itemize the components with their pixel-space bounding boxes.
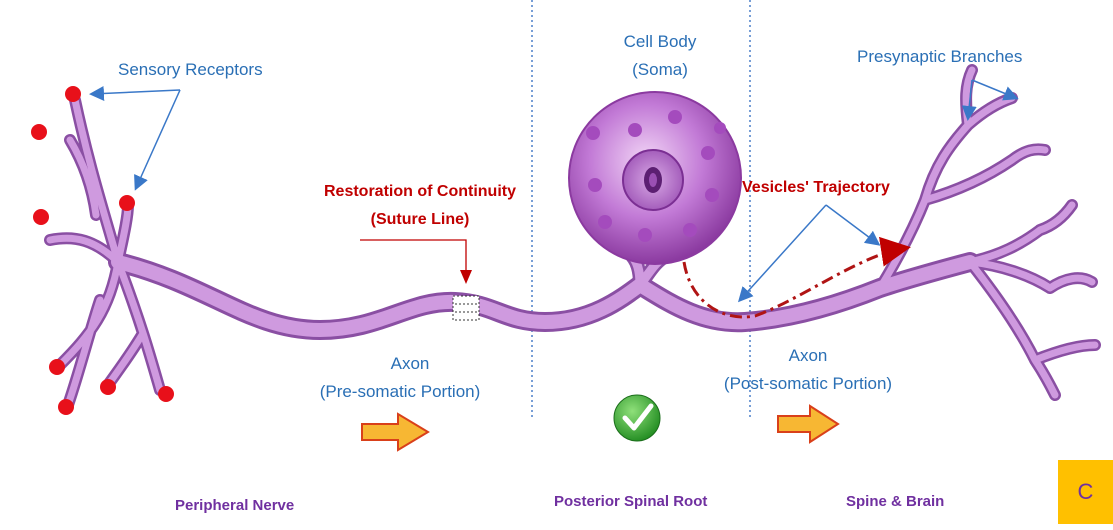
restoration-title: Restoration of Continuity — [300, 180, 540, 204]
suture-pointer — [360, 240, 472, 284]
vesicles-trajectory-label: Vesicles' Trajectory — [742, 176, 890, 200]
sensory-receptors-label: Sensory Receptors — [118, 58, 263, 82]
corner-badge: C — [1058, 460, 1113, 524]
neuron-outline — [50, 70, 1095, 405]
right-arrow-icon — [778, 406, 838, 442]
axon-pre-label: Axon — [300, 352, 520, 376]
region-spine-brain: Spine & Brain — [846, 490, 944, 514]
check-icon — [614, 395, 660, 441]
neuron-fill — [50, 70, 1095, 405]
axon-pre-portion-label: (Pre-somatic Portion) — [290, 380, 510, 404]
axon-post-label: Axon — [708, 344, 908, 368]
region-peripheral-nerve: Peripheral Nerve — [175, 494, 294, 518]
presynaptic-branches-label: Presynaptic Branches — [857, 45, 1022, 69]
right-arrow-icon — [362, 414, 428, 450]
region-posterior-spinal-root: Posterior Spinal Root — [554, 490, 707, 514]
cell-body-label: Cell Body — [600, 30, 720, 54]
suture-line — [453, 296, 479, 320]
suture-line-label: (Suture Line) — [300, 208, 540, 232]
cell-body — [569, 92, 741, 264]
axon-post-portion-label: (Post-somatic Portion) — [698, 372, 918, 396]
soma-label: (Soma) — [600, 58, 720, 82]
